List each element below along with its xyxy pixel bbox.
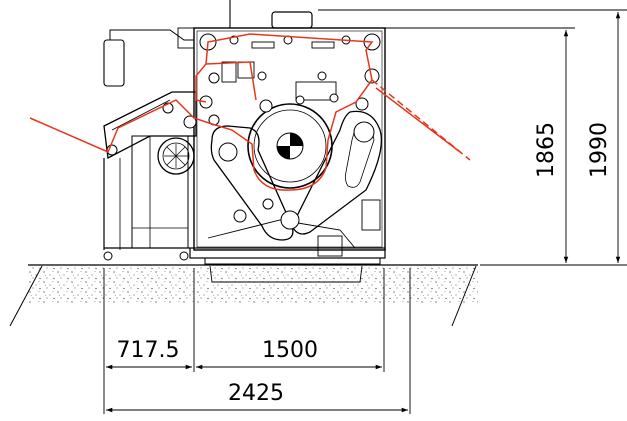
impression-drum — [247, 103, 333, 189]
dim-1865-label: 1865 — [534, 122, 559, 178]
dim-2425-label: 2425 — [228, 381, 284, 406]
dim-717-5-label: 717.5 — [117, 338, 180, 363]
infeed-unit — [103, 27, 197, 261]
vertical-dimensions — [318, 9, 627, 266]
dim-1500-label: 1500 — [262, 338, 318, 363]
dim-1990-label: 1990 — [587, 122, 612, 178]
horizontal-dimensions — [103, 268, 411, 414]
ground — [9, 264, 478, 327]
web-path — [29, 33, 471, 191]
machine-frame — [189, 0, 386, 265]
